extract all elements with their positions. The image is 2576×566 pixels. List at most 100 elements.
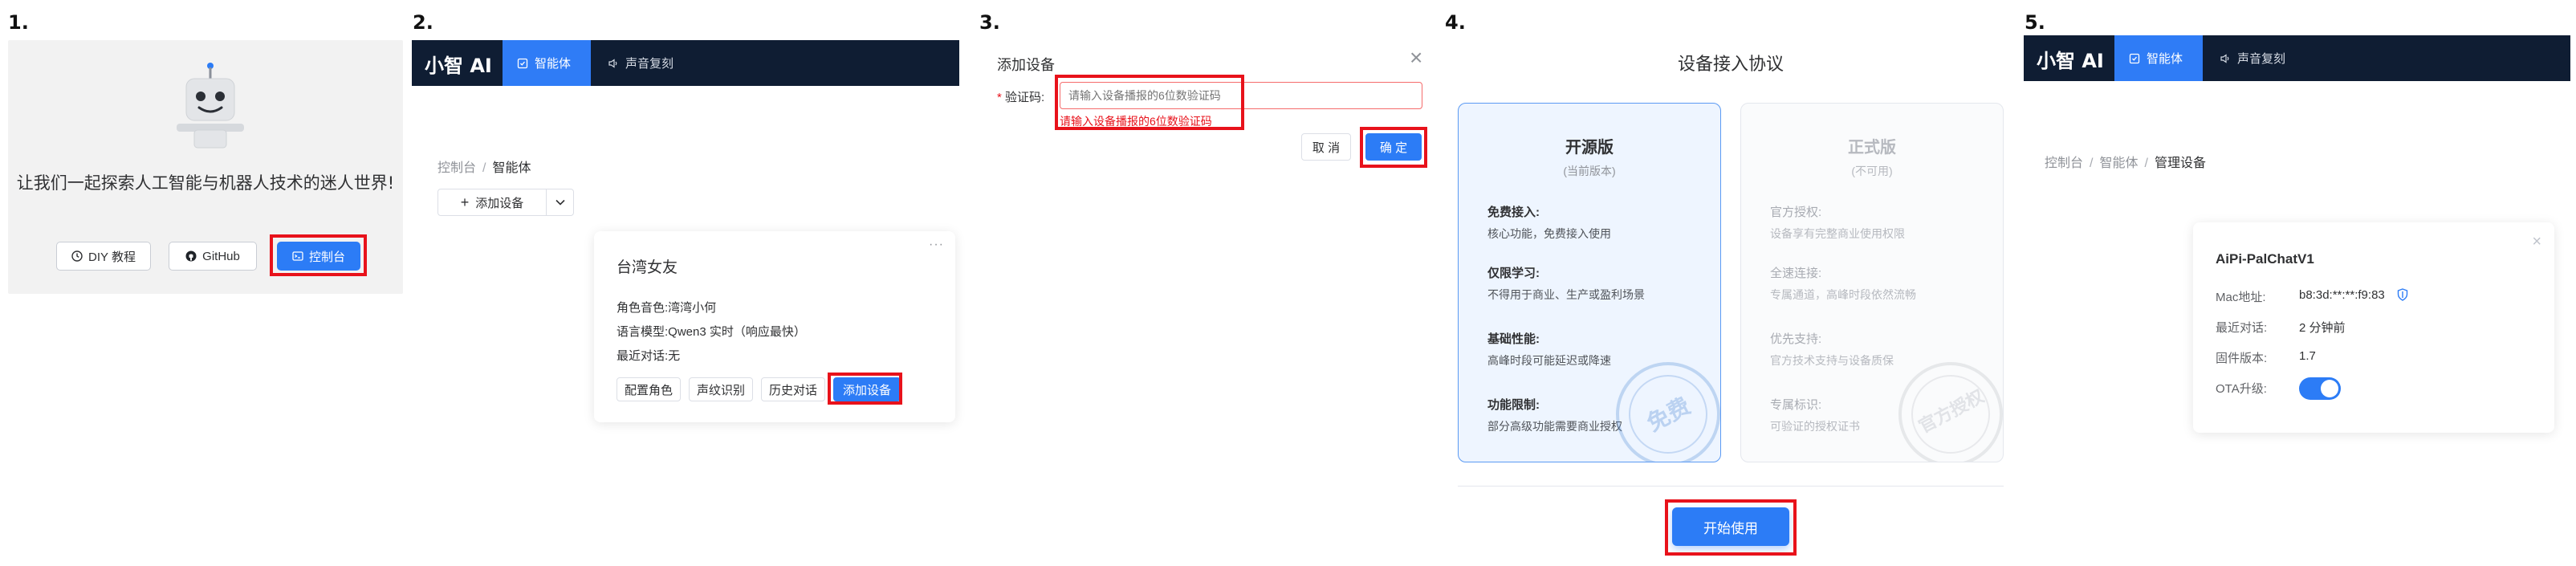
voice-row: 角色音色:湾湾小何 [617, 299, 716, 316]
official-title: 正式版 [1848, 139, 1896, 157]
brand-title-2: 小智 AI [2037, 50, 2104, 72]
open-item-2-title: 仅限学习: [1487, 267, 1540, 280]
breadcrumb-2: 控制台/智能体/管理设备 [2045, 157, 2206, 170]
official-plan-card: 正式版 (不可用) 官方授权: 设备享有完整商业使用权限 全速连接: 专属通道，… [1740, 103, 2004, 462]
terminal-icon [292, 251, 303, 261]
device-close-icon[interactable]: × [2532, 233, 2541, 250]
history-button[interactable]: 历史对话 [761, 377, 825, 401]
step-label-4: 4. [1445, 11, 1466, 34]
tab-voice-clone[interactable]: 声音复刻 [593, 40, 688, 86]
model-value: Qwen3 实时（响应最快） [668, 325, 806, 339]
breadcrumb: 控制台/智能体 [437, 161, 531, 175]
official-item-4-title: 专属标识: [1770, 398, 1822, 412]
code-error-text: 请输入设备播报的6位数验证码 [1060, 115, 1212, 128]
open-item-3-title: 基础性能: [1487, 332, 1540, 346]
official-item-2-desc: 专属通道，高峰时段依然流畅 [1770, 288, 1916, 301]
official-item-1-title: 官方授权: [1770, 206, 1822, 219]
mac-label: Mac地址: [2216, 291, 2266, 304]
tab-agent[interactable]: 智能体 [503, 40, 591, 86]
ota-toggle[interactable] [2299, 377, 2341, 400]
official-subtitle: (不可用) [1851, 165, 1893, 177]
official-item-2-title: 全速连接: [1770, 267, 1822, 280]
highlight-start [1665, 499, 1797, 556]
add-device-button[interactable]: + 添加设备 [438, 189, 546, 215]
official-item-1-desc: 设备享有完整商业使用权限 [1770, 227, 1905, 240]
agent-name: 台湾女友 [617, 259, 678, 276]
voice-value: 湾湾小何 [668, 301, 717, 315]
firmware-value: 1.7 [2299, 349, 2316, 363]
agreement-title: 设备接入协议 [1677, 54, 1784, 74]
tab-voice-clone-label: 声音复刻 [625, 57, 674, 71]
github-label: GitHub [202, 249, 240, 263]
voice-label: 角色音色: [617, 301, 669, 315]
open-item-3-desc: 高峰时段可能延迟或降速 [1487, 354, 1611, 367]
open-source-plan-card[interactable]: 开源版 (当前版本) 免费接入: 核心功能，免费接入使用 仅限学习: 不得用于商… [1458, 103, 1721, 462]
card-add-device-button[interactable]: 添加设备 [833, 377, 901, 401]
breadcrumb2-agent[interactable]: 智能体 [2099, 157, 2139, 170]
app-header: 小智 AI 智能体 声音复刻 [412, 40, 959, 86]
step-label-2: 2. [413, 11, 433, 34]
step-label-3: 3. [979, 11, 1000, 34]
console-button[interactable]: 控制台 [277, 242, 360, 271]
breadcrumb2-console[interactable]: 控制台 [2045, 157, 2084, 170]
voiceprint-button[interactable]: 声纹识别 [689, 377, 753, 401]
confirm-button[interactable]: 确 定 [1365, 133, 1422, 161]
toggle-knob [2321, 380, 2338, 397]
tab-agent-label-2: 智能体 [2147, 52, 2183, 66]
official-item-3-desc: 官方技术支持与设备质保 [1770, 354, 1894, 367]
highlight-code-input [1055, 75, 1244, 130]
clock-icon [71, 250, 83, 262]
robot-mascot-icon [177, 63, 244, 149]
speaker-icon [2220, 53, 2229, 63]
open-source-title: 开源版 [1565, 139, 1614, 157]
more-options-icon[interactable]: ··· [929, 238, 944, 251]
diy-tutorial-button[interactable]: DIY 教程 [56, 242, 151, 271]
agent-icon [517, 58, 528, 68]
official-item-4-desc: 可验证的授权证书 [1770, 420, 1860, 433]
plus-icon: + [460, 193, 470, 210]
chevron-down-icon [555, 199, 565, 206]
official-item-3-title: 优先支持: [1770, 332, 1822, 346]
diy-tutorial-label: DIY 教程 [88, 250, 136, 264]
device-name: AiPi-PalChatV1 [2216, 251, 2314, 267]
highlight-add-device [828, 373, 902, 405]
tab-voice-clone-2[interactable]: 声音复刻 [2205, 35, 2300, 81]
app-header-2: 小智 AI 智能体 声音复刻 [2024, 35, 2570, 81]
open-item-1-title: 免费接入: [1487, 206, 1540, 219]
configure-role-button[interactable]: 配置角色 [617, 377, 681, 401]
open-item-4-desc: 部分高级功能需要商业授权 [1487, 420, 1622, 433]
brand-title: 小智 AI [425, 55, 492, 77]
breadcrumb2-manage: 管理设备 [2154, 157, 2206, 170]
open-item-1-desc: 核心功能，免费接入使用 [1487, 227, 1611, 240]
add-device-dropdown[interactable] [546, 189, 573, 215]
dialog-close-icon[interactable]: × [1410, 45, 1423, 70]
open-item-4-title: 功能限制: [1487, 398, 1540, 412]
open-item-2-desc: 不得用于商业、生产或盈利场景 [1487, 288, 1645, 301]
step-label-1: 1. [8, 11, 29, 34]
firmware-label: 固件版本: [2216, 352, 2268, 365]
breadcrumb-console[interactable]: 控制台 [437, 161, 477, 175]
recent-label: 最近对话: [617, 349, 669, 363]
tab-agent-2[interactable]: 智能体 [2114, 35, 2203, 81]
free-stamp-icon: 免费 [1616, 362, 1720, 462]
device-recent-label: 最近对话: [2216, 321, 2268, 335]
breadcrumb-agent: 智能体 [492, 161, 531, 175]
cancel-button[interactable]: 取 消 [1301, 133, 1351, 161]
github-button[interactable]: GitHub [169, 242, 257, 271]
dialog-title: 添加设备 [997, 57, 1055, 73]
official-stamp-icon: 官方授权 [1898, 362, 2003, 462]
open-source-subtitle: (当前版本) [1563, 165, 1616, 177]
ota-label: OTA升级: [2216, 382, 2267, 396]
model-row: 语言模型:Qwen3 实时（响应最快） [617, 323, 806, 340]
github-icon [185, 250, 197, 262]
device-card: AiPi-PalChatV1 × Mac地址: b8:3d:**:**:f9:8… [2193, 222, 2554, 433]
add-device-split-button: + 添加设备 [437, 189, 574, 216]
start-using-button[interactable]: 开始使用 [1672, 507, 1789, 546]
shield-icon[interactable] [2397, 288, 2408, 301]
console-label: 控制台 [308, 250, 345, 264]
divider [1458, 486, 2004, 487]
agent-icon [2129, 53, 2140, 63]
tab-agent-label: 智能体 [535, 57, 572, 71]
recent-row: 最近对话:无 [617, 347, 680, 364]
step-label-5: 5. [2025, 11, 2045, 34]
